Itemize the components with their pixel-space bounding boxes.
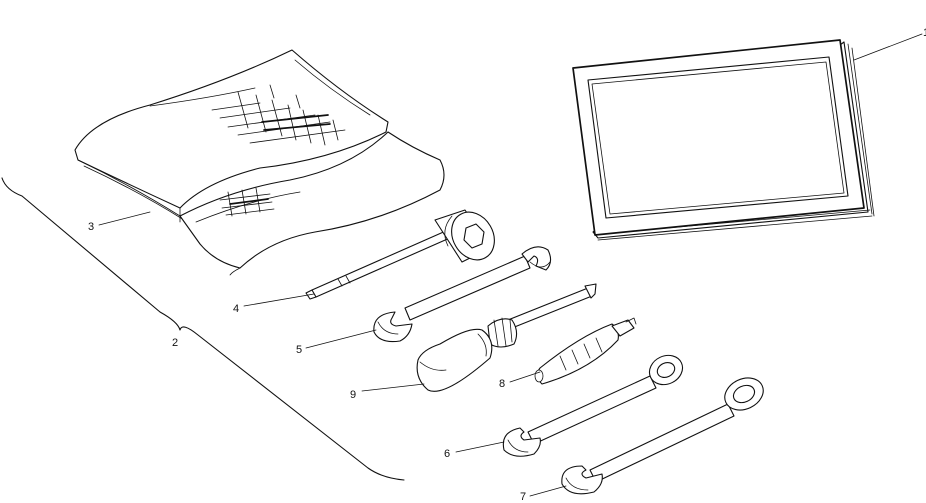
callout-9: 9 [350, 389, 356, 401]
leader-4 [243, 293, 315, 307]
combination-wrench-middle [502, 354, 684, 457]
callout-labels: 1 2 3 4 5 6 7 8 9 [88, 27, 926, 503]
tool-kit-bracket [1, 177, 405, 481]
tool-bag [74, 49, 445, 276]
callout-8: 8 [499, 378, 505, 390]
open-end-wrench [373, 246, 552, 343]
callout-5: 5 [296, 344, 302, 356]
leader-1 [853, 33, 923, 61]
tool-bag-lower-pattern [219, 187, 275, 217]
leader-lines [98, 33, 923, 497]
stubby-screwdriver [534, 317, 637, 385]
callout-4: 4 [233, 303, 239, 315]
callout-2: 2 [172, 337, 178, 349]
combination-wrench-lower [561, 377, 764, 495]
leader-8 [509, 371, 541, 383]
leader-7 [529, 485, 567, 497]
leader-9 [361, 383, 425, 392]
leader-3 [98, 211, 151, 226]
leader-5 [305, 329, 377, 349]
callout-6: 6 [444, 448, 450, 460]
callout-1: 1 [923, 27, 926, 39]
flat-screwdriver [416, 283, 597, 392]
callout-3: 3 [88, 221, 94, 233]
leader-6 [455, 441, 505, 453]
owners-manual [572, 39, 875, 241]
callout-7: 7 [520, 491, 526, 503]
tool-bag-label-pattern [211, 84, 346, 146]
socket-wrench [305, 209, 495, 300]
